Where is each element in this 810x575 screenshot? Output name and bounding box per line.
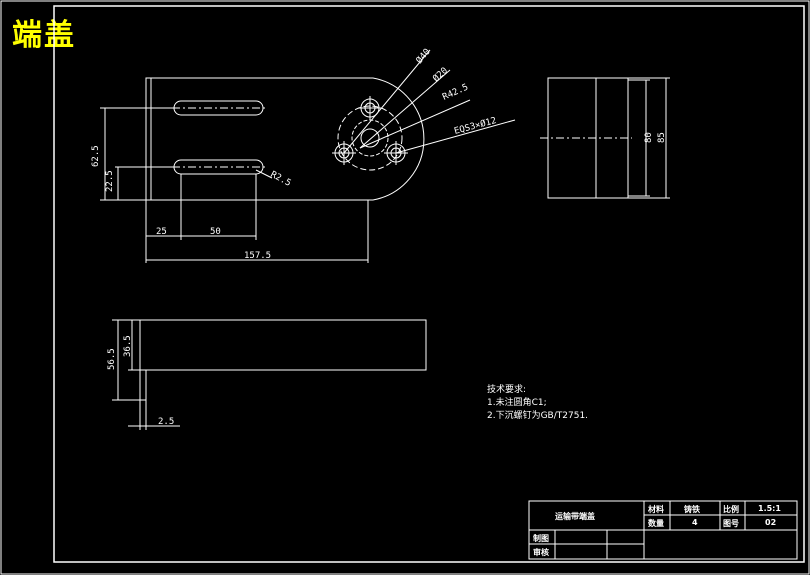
bolt-circle xyxy=(337,105,403,171)
lower-slot xyxy=(173,159,264,175)
dim-eqs: EQS3×Ø12 xyxy=(453,115,498,137)
part-name: 运输带端盖 xyxy=(555,512,595,521)
material-value: 铸铁 xyxy=(684,505,700,514)
dim-phi20: Ø20 xyxy=(431,65,450,84)
front-plate xyxy=(139,319,427,371)
dim-r2-5: R2.5 xyxy=(269,170,293,189)
dim-80: 80 xyxy=(644,132,654,143)
front-view xyxy=(112,319,427,430)
upper-slot xyxy=(173,100,264,116)
dim-62-5: 62.5 xyxy=(91,145,101,167)
leader-eqs xyxy=(395,119,516,154)
notes-item-1: 1.未注圆角C1; xyxy=(487,398,547,408)
leader-phi40 xyxy=(343,49,431,154)
center-hole-20 xyxy=(360,128,380,148)
leader-phi20 xyxy=(359,69,451,149)
dim-56-5: 56.5 xyxy=(107,348,117,370)
dim-85: 85 xyxy=(657,132,667,143)
title-block xyxy=(528,500,798,560)
plate-outline xyxy=(145,77,425,201)
side-view xyxy=(540,77,670,199)
drawing-no-value: 02 xyxy=(765,518,777,527)
dim-phi40: Ø40 xyxy=(414,46,433,66)
dim-25: 25 xyxy=(156,227,167,237)
drawn-label: 制图 xyxy=(533,534,549,543)
drawing-no-label: 图号 xyxy=(723,519,739,528)
material-label: 材料 xyxy=(648,505,664,514)
leader-r42 xyxy=(359,99,471,149)
technical-notes: 技术要求: 1.未注圆角C1; 2.下沉螺钉为GB/T2751. xyxy=(487,384,588,423)
notes-heading: 技术要求: xyxy=(487,385,527,395)
inner-border xyxy=(53,5,805,563)
dim-r42-5: R42.5 xyxy=(441,83,470,103)
dim-22-5: 22.5 xyxy=(105,170,115,192)
top-view xyxy=(100,49,516,263)
dim-36-5: 36.5 xyxy=(123,335,133,357)
dim-157-5: 157.5 xyxy=(244,251,271,261)
qty-label: 数量 xyxy=(648,519,664,528)
qty-value: 4 xyxy=(692,518,698,527)
leader-r2 xyxy=(255,169,273,179)
drawing-title: 端盖 xyxy=(12,18,76,53)
dim-2-5: 2.5 xyxy=(158,417,174,427)
checked-label: 审核 xyxy=(533,548,549,557)
notes-item-2: 2.下沉螺钉为GB/T2751. xyxy=(487,411,589,421)
scale-label: 比例 xyxy=(723,505,739,514)
scale-value: 1.5:1 xyxy=(758,504,781,513)
dim-50: 50 xyxy=(210,227,221,237)
